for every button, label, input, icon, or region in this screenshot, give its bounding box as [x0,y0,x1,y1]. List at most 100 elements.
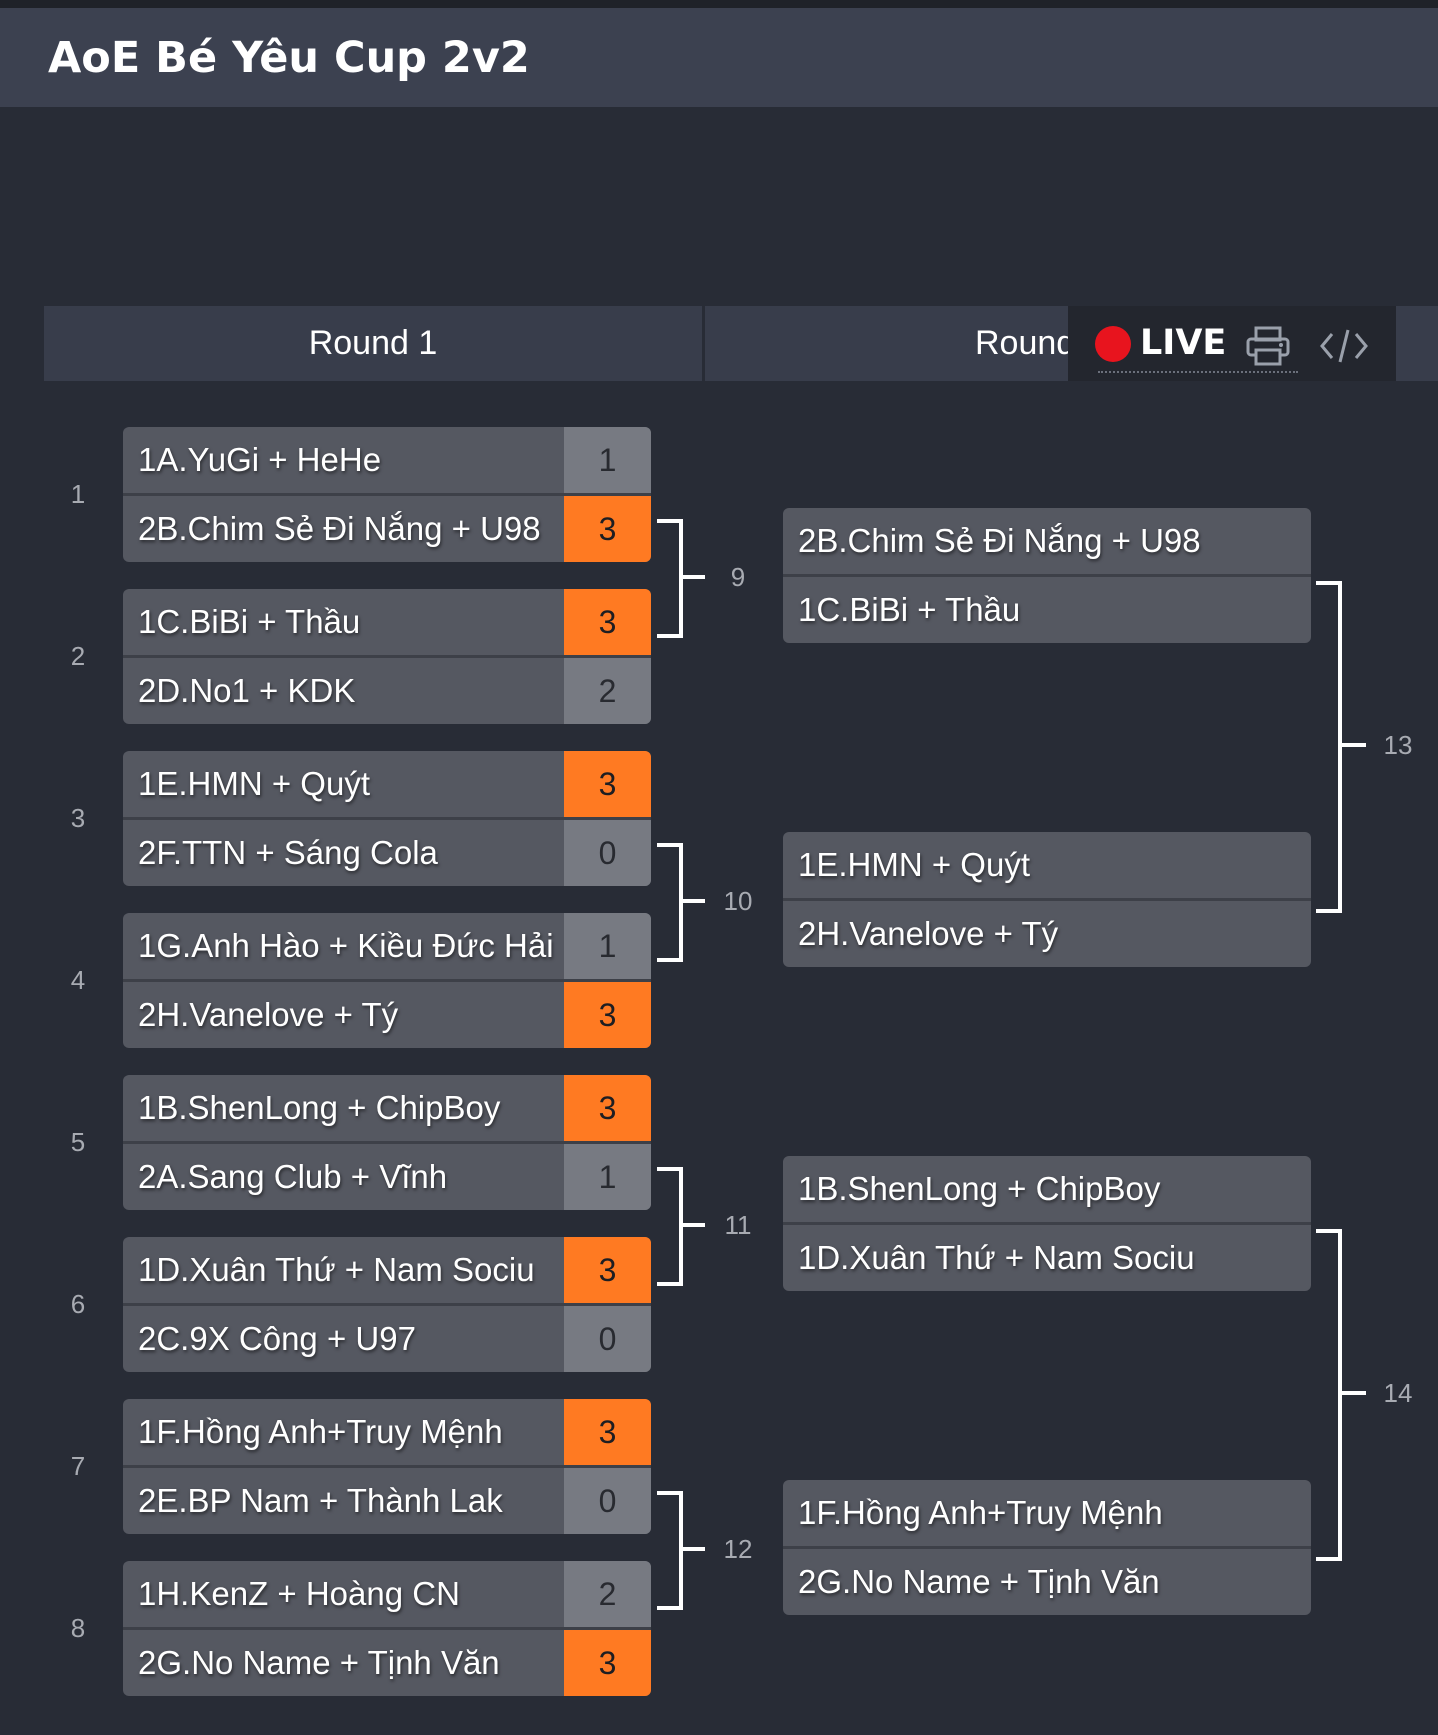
bracket-stub [683,1222,705,1227]
match-number: 2 [70,641,86,671]
team-row[interactable]: 2H.Vanelove + Tý [783,901,1311,967]
team-row[interactable]: 1D.Xuân Thứ + Nam Sociu [783,1225,1311,1291]
row-divider [123,817,651,820]
team-row[interactable]: 1D.Xuân Thứ + Nam Sociu 3 [123,1237,651,1303]
team-name: 2F.TTN + Sáng Cola [138,834,438,871]
team-row[interactable]: 1F.Hồng Anh+Truy Mệnh [783,1480,1311,1546]
bracket-stub [683,898,705,903]
team-name: 2G.No Name + Tịnh Văn [798,1563,1160,1600]
team-score: 3 [564,496,651,562]
match-number: 1 [70,479,86,509]
team-score: 3 [564,1075,651,1141]
team-score: 3 [564,982,651,1048]
team-score: 1 [564,427,651,493]
bracket-connector [1316,581,1342,913]
row-divider [123,655,651,658]
team-score: 3 [564,1399,651,1465]
row-divider [123,1303,651,1306]
team-score: 2 [564,658,651,724]
team-name: 2B.Chim Sẻ Đi Nắng + U98 [798,522,1201,559]
team-score: 3 [564,1237,651,1303]
row-divider [783,898,1311,901]
team-row[interactable]: 2B.Chim Sẻ Đi Nắng + U98 3 [123,496,651,562]
team-name: 1H.KenZ + Hoàng CN [138,1575,460,1612]
team-row[interactable]: 2F.TTN + Sáng Cola 0 [123,820,651,886]
team-score: 3 [564,589,651,655]
team-row[interactable]: 2B.Chim Sẻ Đi Nắng + U98 [783,508,1311,574]
match-card[interactable]: 1B.ShenLong + ChipBoy 1D.Xuân Thứ + Nam S… [783,1156,1311,1291]
match-card[interactable]: 1F.Hồng Anh+Truy Mệnh 2G.No Name + Tịnh V… [783,1480,1311,1615]
team-score: 3 [564,1630,651,1696]
team-name: 2E.BP Nam + Thành Lak [138,1482,503,1519]
team-name: 1F.Hồng Anh+Truy Mệnh [798,1494,1163,1531]
bracket-connector [657,843,683,962]
print-icon[interactable] [1246,326,1290,366]
live-underline [1098,371,1298,373]
live-label[interactable]: LIVE [1140,323,1227,363]
match-number: 12 [723,1533,753,1564]
team-row[interactable]: 1E.HMN + Quýt [783,832,1311,898]
team-row[interactable]: 2A.Sang Club + Vĩnh 1 [123,1144,651,1210]
round-1-header: Round 1 [44,306,702,381]
team-name: 2B.Chim Sẻ Đi Nắng + U98 [138,510,541,547]
match-number: 14 [1383,1378,1413,1408]
team-score: 0 [564,820,651,886]
team-row[interactable]: 2G.No Name + Tịnh Văn [783,1549,1311,1615]
team-score: 0 [564,1306,651,1372]
match-number: 8 [70,1613,86,1643]
match-number: 11 [724,1209,752,1240]
team-row[interactable]: 1C.BiBi + Thầu [783,577,1311,643]
row-divider [123,1141,651,1144]
team-row[interactable]: 2C.9X Công + U97 0 [123,1306,651,1372]
team-name: 1D.Xuân Thứ + Nam Sociu [798,1239,1195,1276]
row-divider [123,493,651,496]
team-score: 3 [564,751,651,817]
row-divider [123,979,651,982]
team-name: 2A.Sang Club + Vĩnh [138,1158,448,1195]
embed-code-icon[interactable] [1320,326,1368,366]
bracket-stub [683,574,705,579]
team-name: 1G.Anh Hào + Kiều Đức Hải [138,927,554,964]
match-card[interactable]: 2B.Chim Sẻ Đi Nắng + U98 1C.BiBi + Thầu [783,508,1311,643]
match-number: 3 [70,803,86,833]
bracket-connector [657,519,683,638]
team-name: 1C.BiBi + Thầu [798,591,1021,628]
team-name: 2C.9X Công + U97 [138,1320,416,1357]
team-row[interactable]: 1F.Hồng Anh+Truy Mệnh 3 [123,1399,651,1465]
team-row[interactable]: 1B.ShenLong + ChipBoy [783,1156,1311,1222]
match-number: 4 [70,965,86,995]
bracket-connector [657,1167,683,1286]
row-divider [123,1465,651,1468]
team-row[interactable]: 1B.ShenLong + ChipBoy 3 [123,1075,651,1141]
team-name: 1D.Xuân Thứ + Nam Sociu [138,1251,535,1288]
live-toolbar: LIVE [1068,306,1396,381]
team-name: 1B.ShenLong + ChipBoy [138,1089,501,1126]
team-row[interactable]: 1G.Anh Hào + Kiều Đức Hải 1 [123,913,651,979]
team-name: 1F.Hồng Anh+Truy Mệnh [138,1413,503,1450]
match-number: 13 [1383,730,1413,760]
team-score: 1 [564,913,651,979]
round-2-label: Round [975,324,1076,362]
team-score: 1 [564,1144,651,1210]
bracket-connector [1316,1229,1342,1561]
row-divider [783,574,1311,577]
header-bar: AoE Bé Yêu Cup 2v2 [0,8,1438,107]
round-1-label: Round 1 [308,324,438,362]
